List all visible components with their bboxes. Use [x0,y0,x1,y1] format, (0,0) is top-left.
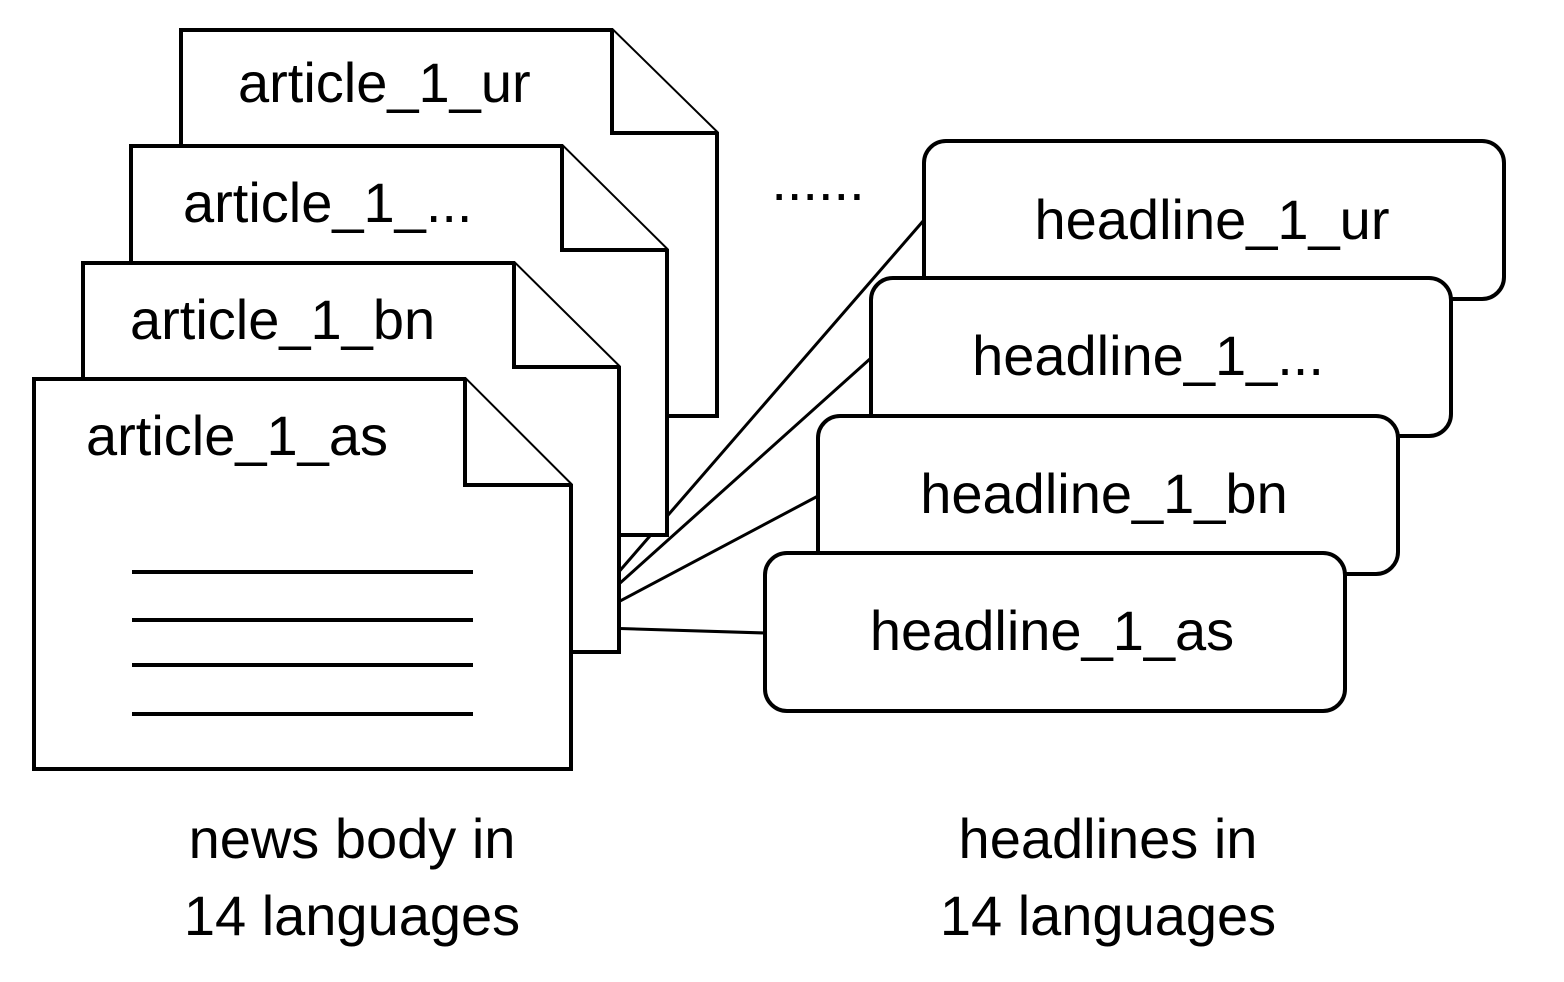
caption-headlines-line-2: 14 languages [940,884,1276,947]
article-text-lines [132,570,473,716]
article-stack: article_1_ur article_1_... article_1_bn … [32,28,719,771]
headline-label-ellipsis: headline_1_... [972,324,1324,387]
headline-box-as: headline_1_as [763,551,1347,713]
article-label-ellipsis: article_1_... [183,171,473,234]
article-label-bn: article_1_bn [130,288,435,351]
ellipsis-indicator: ...... [771,149,864,212]
caption-news-body-line-1: news body in [189,807,516,870]
article-label-as: article_1_as [86,404,388,467]
headline-box-bn: headline_1_bn [816,414,1400,576]
caption-news-body: news body in 14 languages [184,807,520,947]
headline-box-ellipsis: headline_1_... [869,276,1453,438]
connector-ur [569,219,926,628]
article-document-as: article_1_as [32,377,573,771]
caption-headlines-line-1: headlines in [959,807,1258,870]
article-label-ur: article_1_ur [238,51,531,114]
caption-news-body-line-2: 14 languages [184,884,520,947]
caption-headlines: headlines in 14 languages [940,807,1276,947]
headline-stack: headline_1_ur headline_1_... headline_1_… [763,139,1506,713]
headline-label-ur: headline_1_ur [1035,188,1390,251]
headline-box-ur: headline_1_ur [922,139,1506,301]
headline-label-bn: headline_1_bn [920,462,1287,525]
headline-label-as: headline_1_as [870,599,1234,662]
